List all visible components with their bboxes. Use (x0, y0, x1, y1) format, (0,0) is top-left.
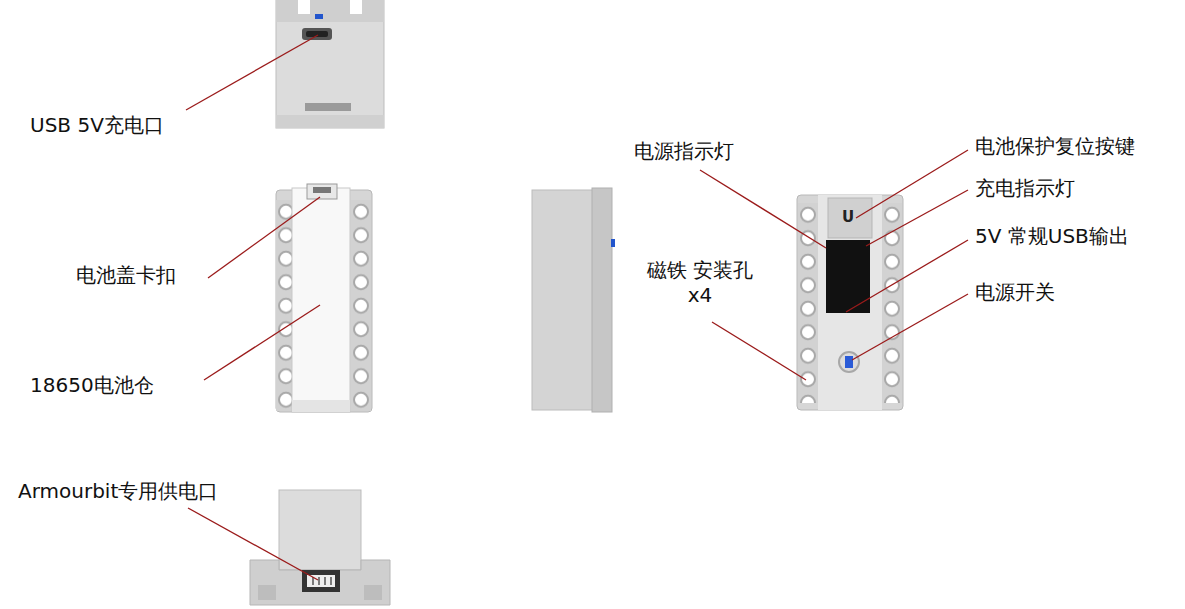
leader-line (204, 305, 320, 380)
bottom-view (250, 490, 390, 605)
side-view (532, 188, 615, 412)
button-recess (828, 198, 872, 238)
housing (797, 195, 903, 410)
housing (279, 490, 361, 570)
power-switch (845, 356, 853, 368)
housing (532, 190, 594, 410)
base (250, 560, 390, 605)
leader-line (852, 294, 968, 360)
led (611, 239, 615, 247)
cover-clip (307, 184, 337, 199)
power-connector (302, 570, 340, 592)
notch (350, 0, 362, 14)
part-label: 磁铁 安装孔x4 (645, 258, 755, 308)
port-label: USB 5V充电口 (30, 113, 164, 138)
stud-holes (882, 203, 902, 403)
leader-line (188, 508, 318, 580)
leader-line (866, 190, 968, 246)
part-label: 电源开关 (975, 280, 1055, 305)
part-label: 电源指示灯 (634, 139, 734, 164)
clip-tab (313, 187, 331, 193)
panel-view (797, 195, 903, 410)
slot (305, 103, 351, 111)
top-view (276, 0, 384, 128)
notch (298, 0, 310, 14)
switch-ring (839, 352, 859, 372)
port-label: Armourbit专用供电口 (18, 479, 218, 504)
leader-line (700, 170, 826, 248)
usb-port (302, 28, 332, 40)
slot (364, 585, 382, 600)
part-label: 18650电池仓 (30, 373, 154, 398)
part-label: 5V 常规USB输出 (975, 224, 1129, 249)
part-label: 充电指示灯 (975, 176, 1075, 201)
stud-holes (351, 200, 371, 411)
battery-cover (292, 188, 350, 412)
leader-line (856, 150, 968, 218)
led (315, 14, 323, 19)
button-mark: U (842, 208, 854, 227)
cover-edge (292, 400, 350, 412)
leader-line (186, 35, 318, 110)
lip (276, 115, 384, 128)
leader-lines (186, 35, 968, 580)
leader-line (712, 322, 806, 380)
leader-line (208, 197, 320, 278)
leader-line (846, 240, 968, 312)
part-label: 电池盖卡扣 (76, 263, 176, 288)
part-label: 电池保护复位按键 (975, 134, 1135, 159)
slot (258, 585, 276, 600)
front-plate (592, 188, 612, 412)
housing (276, 0, 384, 128)
flange (276, 0, 384, 22)
panel (818, 195, 882, 410)
